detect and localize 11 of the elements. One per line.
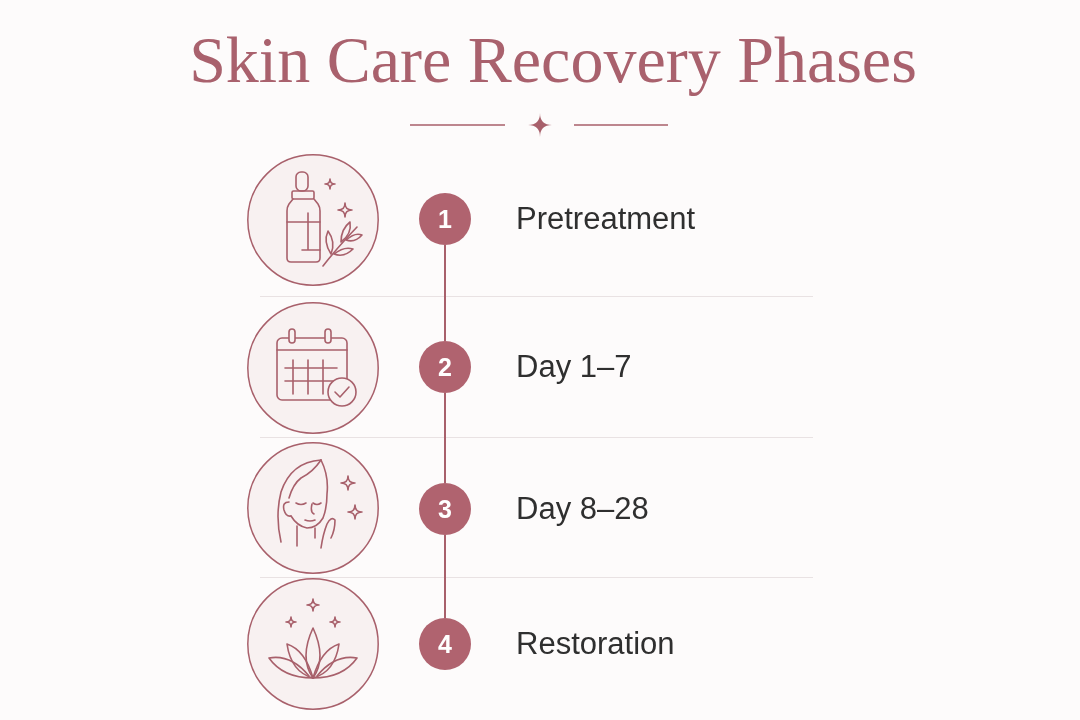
phase-label: Pretreatment <box>516 199 696 238</box>
step-number-badge: 2 <box>419 341 471 393</box>
phase-label: Day 8–28 <box>516 489 649 528</box>
step-number-badge: 4 <box>419 618 471 670</box>
phase-label: Day 1–7 <box>516 347 632 386</box>
connector-line <box>444 244 446 342</box>
connector-line <box>444 534 446 619</box>
step-number-badge: 1 <box>419 193 471 245</box>
step-number-badge: 3 <box>419 483 471 535</box>
connector-line <box>444 392 446 484</box>
phase-label: Restoration <box>516 624 675 663</box>
